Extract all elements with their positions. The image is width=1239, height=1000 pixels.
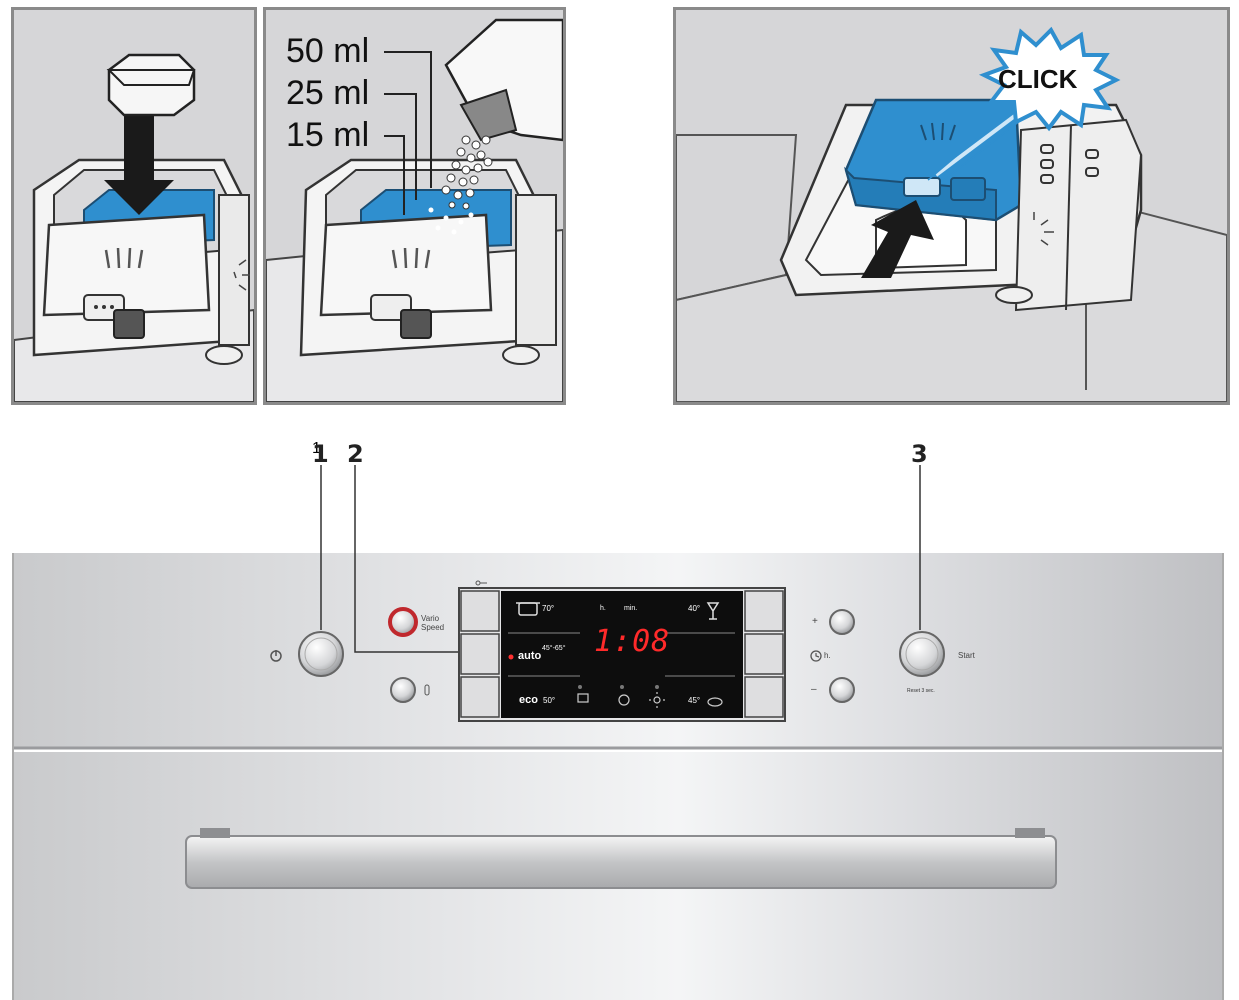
display-glass-temp: 40°: [688, 604, 701, 613]
lid-closing-illustration: [676, 26, 1227, 402]
plus-button[interactable]: [829, 609, 855, 635]
minus-button[interactable]: [829, 677, 855, 703]
display-unit-h: h.: [600, 605, 606, 612]
rinse-aid-button[interactable]: [390, 677, 416, 703]
callout-1-label: 1: [312, 440, 329, 468]
step-panel-tablet: [11, 7, 257, 405]
display-intensive-temp: 70°: [542, 604, 555, 613]
display-auto-temp: 45°-65°: [542, 645, 566, 652]
program-button-prerinse[interactable]: [745, 677, 783, 717]
display-eco-temp: 50°: [543, 696, 556, 705]
callout-2-label: 2: [347, 440, 364, 468]
start-button[interactable]: [900, 632, 944, 676]
display-unit-min: min.: [624, 605, 638, 612]
step-panel-powder: 50 ml 25 ml 15 ml: [263, 7, 566, 405]
volume-label-15: 15 ml: [286, 116, 370, 154]
program-button-glass[interactable]: [745, 591, 783, 631]
program-button-option[interactable]: [745, 634, 783, 674]
vario-speed-button[interactable]: [389, 608, 417, 636]
step-panel-close-lid: CLICK: [673, 7, 1230, 405]
minus-label: –: [811, 684, 817, 695]
program-button-eco[interactable]: [461, 677, 499, 717]
powder-filling-illustration: [266, 18, 563, 402]
callout-1: 1: [312, 440, 321, 457]
program-button-auto[interactable]: [461, 634, 499, 674]
tablet-insertion-illustration: [14, 53, 254, 402]
plus-label: +: [812, 616, 818, 627]
start-label: Start: [958, 651, 975, 660]
display-auto-label: auto: [518, 650, 542, 662]
display-eco-label: eco: [519, 694, 538, 706]
reset-label: Reset 3 sec.: [907, 688, 935, 694]
timer-label: h.: [824, 651, 831, 660]
click-label: CLICK: [998, 64, 1078, 94]
display-prerinse-temp: 45°: [688, 696, 701, 705]
program-button-intensive[interactable]: [461, 591, 499, 631]
callout-3-label: 3: [911, 440, 928, 468]
display-time: 1:08: [594, 624, 671, 659]
power-button[interactable]: [299, 632, 343, 676]
volume-label-50: 50 ml: [286, 32, 370, 70]
volume-label-25: 25 ml: [286, 74, 370, 112]
vario-speed-label: Vario Speed: [421, 614, 445, 632]
